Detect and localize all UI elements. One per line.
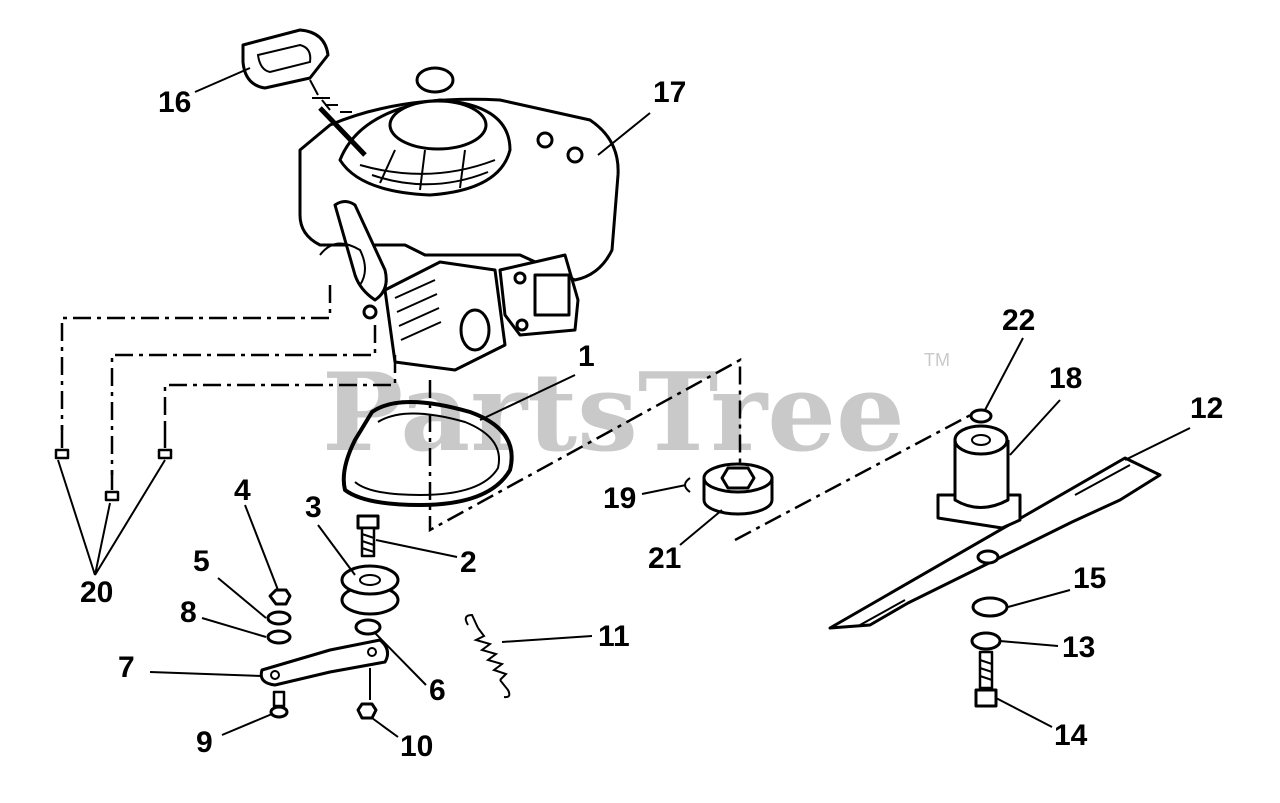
callout-4: 4 xyxy=(234,474,251,507)
lock-washer-13[interactable] xyxy=(970,631,1002,651)
washer-22[interactable] xyxy=(969,408,993,424)
bolt-9[interactable] xyxy=(269,690,289,719)
callout-17: 17 xyxy=(653,76,686,109)
dash-bolt-line-mid xyxy=(110,325,377,475)
callout-1: 1 xyxy=(578,340,595,373)
callout-19: 19 xyxy=(603,482,636,515)
callout-10: 10 xyxy=(400,730,433,763)
dash-bolt-line-left xyxy=(60,285,332,430)
callout-12: 12 xyxy=(1190,392,1223,425)
pulley-bolt[interactable] xyxy=(356,514,380,558)
washer-6[interactable] xyxy=(354,618,382,636)
spring[interactable] xyxy=(464,613,511,699)
starter-handle[interactable] xyxy=(241,28,367,157)
nut-10[interactable] xyxy=(356,702,378,720)
dash-blade-line xyxy=(734,408,981,542)
leader-lines xyxy=(57,67,1191,738)
dash-bolt-line-right xyxy=(163,355,397,430)
washer-5[interactable] xyxy=(266,610,292,626)
callout-3: 3 xyxy=(305,491,322,524)
belt[interactable] xyxy=(341,400,514,507)
callout-8: 8 xyxy=(180,596,197,629)
watermark-trademark: TM xyxy=(924,350,950,370)
callout-14: 14 xyxy=(1054,719,1088,752)
blade-adapter[interactable] xyxy=(702,462,774,516)
callout-11: 11 xyxy=(598,620,630,653)
callout-20: 20 xyxy=(80,576,113,609)
callout-15: 15 xyxy=(1073,562,1106,595)
idler-pulley[interactable] xyxy=(340,564,400,616)
callout-18: 18 xyxy=(1049,362,1082,395)
washer-8[interactable] xyxy=(266,629,292,645)
idler-arm[interactable] xyxy=(259,638,390,687)
blade-spacer[interactable] xyxy=(936,424,1022,530)
washer-15[interactable] xyxy=(971,596,1009,618)
callout-21: 21 xyxy=(648,542,681,575)
callout-13: 13 xyxy=(1062,631,1095,664)
engine-mount-bolt[interactable] xyxy=(54,425,173,502)
engine[interactable] xyxy=(298,66,620,372)
callout-22: 22 xyxy=(1002,304,1035,337)
callout-6: 6 xyxy=(429,674,446,707)
callout-9: 9 xyxy=(196,726,213,759)
blade-bolt[interactable] xyxy=(974,650,998,708)
callout-16: 16 xyxy=(158,86,191,119)
nut-4[interactable] xyxy=(268,588,292,606)
callout-labels: 1 2 3 4 5 6 7 8 9 10 11 12 13 14 15 16 1… xyxy=(80,76,1223,763)
blade[interactable] xyxy=(828,456,1162,630)
dash-center-line xyxy=(428,357,742,533)
callout-2: 2 xyxy=(460,546,477,579)
callout-7: 7 xyxy=(118,651,135,684)
callout-5: 5 xyxy=(193,545,210,578)
